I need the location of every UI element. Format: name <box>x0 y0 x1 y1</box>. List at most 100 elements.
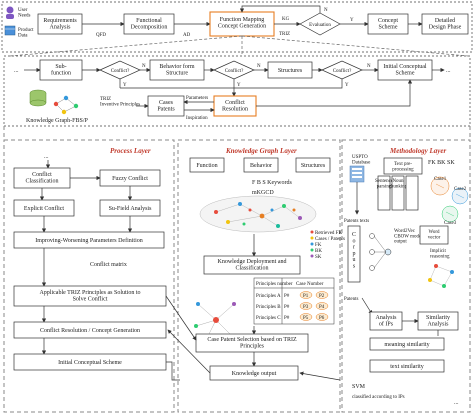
methodology-layer-title: Methodology Layer <box>389 147 446 155</box>
kg-legend: Retrieved FK Cases / Patents FK BK SK <box>310 230 345 260</box>
conflict-3-n: N <box>367 64 371 69</box>
text-preprocessing-box <box>383 157 423 175</box>
method-dots: ... <box>454 400 459 406</box>
inspiration-label: Inspiration <box>186 116 208 121</box>
legend-item-1: Cases / Patents <box>315 237 345 242</box>
process-dots: ... <box>44 154 49 160</box>
detailed-design-box <box>421 13 469 35</box>
principles-row-b: Principles B <box>256 305 281 310</box>
principles-a-cell-1: P1 <box>303 294 309 299</box>
fuzzy-conflict-label: Fuzzy Conflict <box>112 175 148 182</box>
sentence-parsing-box <box>377 175 391 211</box>
applicable-triz-label: Applicable TRIZ Principles as Solution t… <box>39 290 140 302</box>
principles-a-cell-2: P2 <box>319 294 325 299</box>
case1-label: Case1 <box>434 177 447 182</box>
behavior-box <box>243 157 279 173</box>
methodology-layer-frame <box>341 139 471 413</box>
kg-label: KG <box>282 17 290 22</box>
su-field-label: Su-Field Analysis <box>109 206 153 212</box>
conflict-3-y: Y <box>345 83 349 88</box>
principles-table: Principles number Case Number Principles… <box>253 277 335 325</box>
patents-texts-label: Patents texts <box>344 219 369 224</box>
conflict-1-n: N <box>142 64 146 69</box>
fk-bk-sk-label: FK BK SK <box>428 160 455 166</box>
principles-header-1: Case Number <box>296 282 324 287</box>
explicit-conflict-label: Explicit Conflict <box>24 205 64 212</box>
qfd-label: QFD <box>96 33 106 38</box>
conflict-row: ... Sub-function Conflict? N Behavior fo… <box>3 55 471 127</box>
ad-label: AD <box>183 33 191 38</box>
conflict-1-label: Conflict? <box>111 69 130 74</box>
process-layer-title: Process Layer <box>110 147 151 155</box>
legend-item-0: Retrieved FK <box>315 231 342 236</box>
conflict-row-frame <box>3 55 471 127</box>
triz-label: TRIZ <box>279 32 290 37</box>
conflict-resolution-concept-label: Conflict Resolution / Concept Generation <box>40 327 140 334</box>
knowledge-graph-icon <box>53 95 79 115</box>
database-icon <box>29 89 47 107</box>
case2-label: Case2 <box>454 187 467 192</box>
principles-c-cell-0: P# <box>284 316 290 321</box>
text-preprocessing-label: Text pre-processing <box>392 162 414 172</box>
sub-function-label: Sub-function <box>51 64 71 76</box>
evaluation-label: Evaluation <box>309 23 331 28</box>
mkgcd-graph <box>199 195 317 233</box>
text-similarity-label: text similarity <box>390 364 424 370</box>
initial-scheme-process-label: Initial Conceptual Scheme <box>58 360 122 366</box>
meaning-similarity-label: meaning similarity <box>384 342 429 348</box>
kg-layer: Knowledge Graph Layer Function Behavior … <box>165 139 345 413</box>
conflict-2-n: N <box>257 64 261 69</box>
conflict-matrix-label: Conflict matrix <box>90 261 127 268</box>
kg-layer-title: Knowledge Graph Layer <box>225 147 297 155</box>
conflict-row-dots-end: ... <box>446 68 451 74</box>
conflict-resolution-concept-box <box>13 321 167 339</box>
classified-label: classified according to IPs <box>352 395 405 400</box>
function-box <box>189 157 225 173</box>
improving-worsening-label: Improving-Worsening Parameters Definitio… <box>35 237 143 244</box>
principles-row-a: Principles A <box>256 294 281 299</box>
case3-label: Case3 <box>444 221 457 226</box>
user-needs-icon <box>6 6 14 19</box>
parameters-label: Parameters <box>186 96 208 101</box>
conflict-3-label: Conflict? <box>333 69 352 74</box>
improving-worsening-box <box>13 231 165 249</box>
structures-kg-box <box>295 157 331 173</box>
product-data-icon <box>4 25 16 36</box>
case-patent-box <box>195 333 309 353</box>
legend-item-3: BK <box>315 249 322 254</box>
mkgcd-label: mKGCD <box>252 190 274 196</box>
text-similarity-box <box>369 359 445 373</box>
principles-b-cell-0: P# <box>284 305 290 310</box>
reasoning-graph <box>428 264 454 288</box>
principles-row-c: Principles C <box>256 316 281 321</box>
deployment-box <box>203 255 301 275</box>
case-graphs <box>430 176 469 223</box>
third-step-box <box>405 175 419 211</box>
principles-b-cell-1: P3 <box>303 305 309 310</box>
principles-c-cell-2: P6 <box>319 316 325 321</box>
conflict-row-dots: ... <box>14 68 19 74</box>
behavior-label: Behavior <box>250 163 272 169</box>
process-layer-frame <box>3 139 175 413</box>
principles-b-cell-2: P4 <box>319 305 325 310</box>
